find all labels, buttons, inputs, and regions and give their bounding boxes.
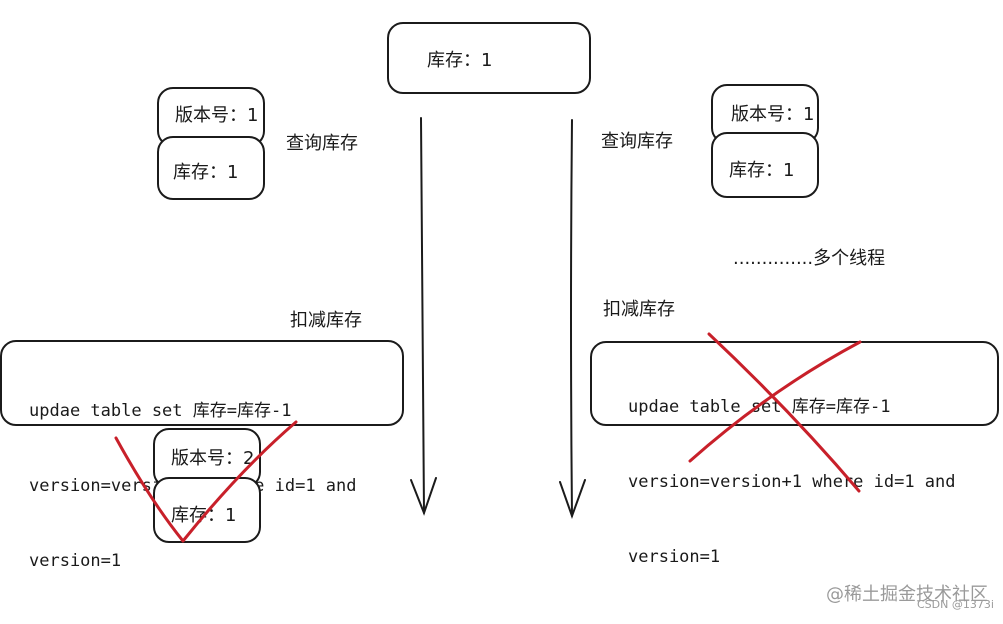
shared-stock-box: 库存：1: [387, 22, 591, 94]
left-time-arrow: [410, 117, 437, 516]
left-query-label: 查询库存: [286, 133, 358, 154]
right-query-label: 查询库存: [601, 131, 673, 152]
cross-mark-icon: [688, 332, 862, 493]
left-deduct-label: 扣减库存: [290, 310, 362, 331]
watermark-brand: @稀土掘金技术社区: [826, 584, 988, 605]
left-sql-box: updae table set 库存=库存-1 version=version+…: [0, 340, 404, 571]
right-threads-label: ..............多个线程: [733, 248, 886, 269]
right-stock-text: 库存：1: [729, 160, 795, 181]
check-mark-icon: [114, 420, 298, 543]
right-stock-box: 库存：1: [711, 132, 819, 198]
right-version-text: 版本号：1: [731, 104, 815, 125]
left-stock-box: 库存：1: [157, 136, 265, 200]
left-result-version-text: 版本号：2: [171, 448, 255, 469]
right-sql-line: version=version+1 where id=1 and: [628, 472, 956, 492]
left-sql-line: version=1: [29, 551, 122, 571]
right-sql-line: updae table set 库存=库存-1: [628, 397, 891, 417]
shared-stock-text: 库存：1: [427, 50, 493, 71]
right-time-arrow: [559, 119, 586, 519]
left-stock-text: 库存：1: [173, 162, 239, 183]
left-version-text: 版本号：1: [175, 105, 259, 126]
right-sql-box: updae table set 库存=库存-1 version=version+…: [590, 341, 999, 567]
right-sql-line: version=1: [628, 547, 721, 567]
left-sql-line: updae table set 库存=库存-1: [29, 401, 292, 421]
right-deduct-label: 扣减库存: [603, 299, 675, 320]
watermark-sub: CSDN @1373i: [917, 598, 994, 611]
